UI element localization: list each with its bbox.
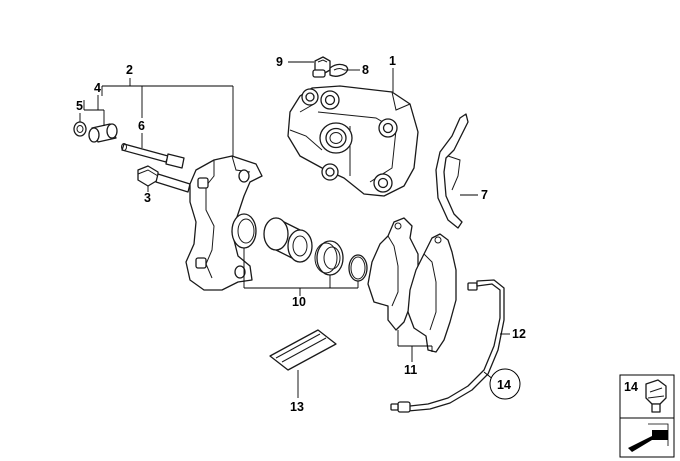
dust-boot-part bbox=[314, 240, 344, 276]
callout-10: 10 bbox=[292, 295, 306, 309]
callout-7: 7 bbox=[481, 188, 488, 202]
anti-rattle-spring-part bbox=[435, 113, 469, 229]
callout-6: 6 bbox=[138, 119, 145, 133]
caliper-carrier-part bbox=[185, 155, 263, 291]
grease-packet-part bbox=[269, 329, 337, 371]
guide-pin-cap-part bbox=[73, 121, 87, 137]
bleeder-valve-part bbox=[312, 56, 331, 78]
callout-12: 12 bbox=[512, 327, 526, 341]
callout-3: 3 bbox=[144, 191, 151, 205]
callout-9: 9 bbox=[276, 55, 283, 69]
dust-cap-part bbox=[329, 63, 349, 77]
caliper-housing-part bbox=[287, 85, 419, 197]
retaining-ring-part bbox=[348, 254, 368, 282]
callout-14: 14 bbox=[497, 378, 511, 392]
callout-5: 5 bbox=[76, 99, 83, 113]
callout-8: 8 bbox=[362, 63, 369, 77]
leader-lines bbox=[79, 61, 510, 398]
inset-callout-14: 14 bbox=[624, 380, 638, 394]
piston-seal-part bbox=[231, 213, 257, 249]
callout-13: 13 bbox=[290, 400, 304, 414]
inset-arrow-icon bbox=[628, 423, 669, 452]
outer-brake-pad-part bbox=[407, 233, 457, 353]
inset-box: 14 bbox=[619, 374, 675, 458]
guide-sleeve-part bbox=[88, 123, 118, 143]
guide-pin-part bbox=[121, 143, 185, 169]
caliper-bolt-part bbox=[137, 165, 191, 193]
callout-4: 4 bbox=[94, 81, 101, 95]
inner-brake-pad-part bbox=[367, 217, 419, 331]
callout-11: 11 bbox=[404, 363, 417, 377]
inset-clip-part bbox=[645, 379, 667, 413]
callout-14-circled: 14 bbox=[489, 368, 521, 400]
callout-2: 2 bbox=[126, 63, 133, 77]
wear-sensor-part bbox=[390, 279, 505, 413]
callout-1: 1 bbox=[389, 54, 396, 68]
piston-part bbox=[263, 217, 313, 263]
